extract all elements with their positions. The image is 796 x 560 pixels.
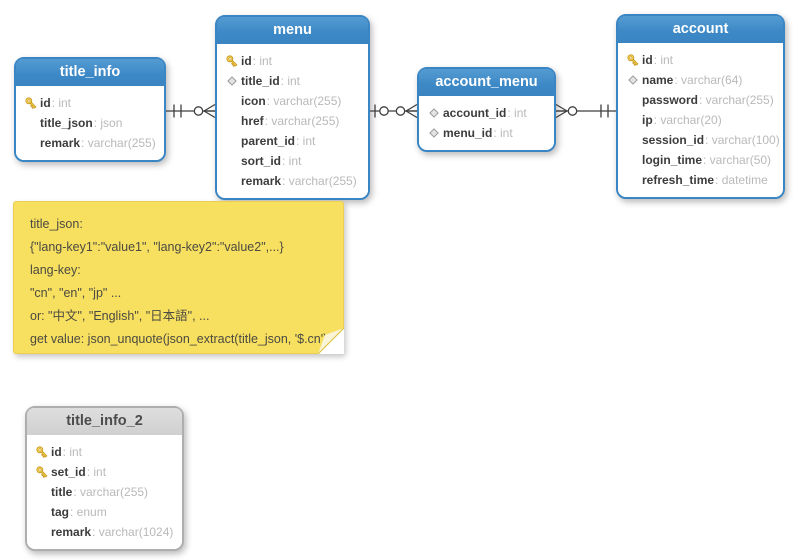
er-table-title[interactable]: title_info	[16, 59, 164, 88]
table-field-row: parent_id : int	[241, 134, 316, 148]
note-line: title_json:	[30, 217, 83, 231]
primary-key-icon	[225, 55, 237, 68]
table-field-row: account_id : int	[424, 103, 548, 123]
er-table-title_info[interactable]: title_info id : int title_json : json re…	[14, 57, 166, 162]
er-table-title[interactable]: menu	[217, 17, 368, 46]
table-field-row: password : varchar(255)	[642, 93, 774, 107]
table-field-row: refresh_time : datetime	[642, 173, 768, 187]
table-field-row: icon : varchar(255)	[241, 94, 342, 108]
note-line: lang-key:	[30, 263, 81, 277]
table-field-row: remark : varchar(1024)	[51, 525, 174, 539]
sticky-note[interactable]: title_json: {"lang-key1":"value1", "lang-…	[13, 201, 345, 355]
er-table-title[interactable]: account_menu	[419, 69, 554, 98]
primary-key-icon	[623, 53, 642, 67]
primary-key-icon	[35, 466, 47, 479]
sticky-note-text: title_json: {"lang-key1":"value1", "lang-…	[30, 213, 327, 351]
table-field-row: ip : varchar(20)	[642, 113, 722, 127]
table-field-row: id : int	[623, 50, 777, 70]
table-field-row: sort_id : int	[241, 154, 302, 168]
table-field-row: login_time : varchar(50)	[642, 153, 772, 167]
note-fold-corner-icon	[317, 327, 345, 355]
er-table-account[interactable]: account id : int name : varchar(64) pass…	[616, 14, 785, 199]
er-table-menu[interactable]: menu id : int title_id : int icon : varc…	[215, 15, 370, 200]
er-table-fields: account_id : int menu_id : int	[419, 98, 554, 150]
table-field-row: menu_id : int	[424, 123, 548, 143]
table-field-row: id : int	[32, 442, 176, 462]
relationship-menu-account_menu[interactable]	[370, 100, 418, 122]
table-field-row: id : int	[222, 51, 362, 71]
er-table-title[interactable]: title_info_2	[27, 408, 182, 437]
relationship-account_menu-account[interactable]	[555, 100, 616, 122]
note-line: or: "中文", "English", "日本語", ...	[30, 309, 210, 323]
table-field-row: id : int	[21, 93, 158, 113]
relationship-title_info-menu[interactable]	[166, 100, 216, 122]
er-table-title_info_2[interactable]: title_info_2 id : int set_id : int title…	[25, 406, 184, 551]
note-line: "cn", "en", "jp" ...	[30, 286, 122, 300]
note-line: {"lang-key1":"value1", "lang-key2":"valu…	[30, 240, 284, 254]
er-table-fields: id : int name : varchar(64) password : v…	[618, 45, 783, 197]
er-table-fields: id : int set_id : int title : varchar(25…	[27, 437, 182, 549]
er-table-fields: id : int title_json : json remark : varc…	[16, 88, 164, 160]
primary-key-icon	[32, 465, 51, 479]
primary-key-icon	[21, 96, 40, 110]
table-field-row: name : varchar(64)	[623, 70, 777, 90]
primary-key-icon	[35, 446, 47, 459]
table-field-row: href : varchar(255)	[241, 114, 340, 128]
foreign-key-diamond-icon	[428, 108, 439, 118]
table-field-row: title_json : json	[40, 116, 123, 130]
table-field-row: set_id : int	[32, 462, 176, 482]
foreign-key-icon	[222, 75, 241, 87]
primary-key-icon	[222, 54, 241, 68]
foreign-key-icon	[424, 107, 443, 119]
table-field-row: title_id : int	[222, 71, 362, 91]
table-field-row: remark : varchar(255)	[40, 136, 156, 150]
foreign-key-diamond-icon	[428, 128, 439, 138]
primary-key-icon	[32, 445, 51, 459]
er-table-title[interactable]: account	[618, 16, 783, 45]
table-field-row: session_id : varchar(100)	[642, 133, 780, 147]
table-field-row: remark : varchar(255)	[241, 174, 357, 188]
table-field-row: tag : enum	[51, 505, 107, 519]
foreign-key-diamond-icon	[226, 76, 237, 86]
foreign-key-diamond-icon	[627, 75, 638, 85]
primary-key-icon	[626, 54, 638, 67]
table-field-row: title : varchar(255)	[51, 485, 149, 499]
er-table-account_menu[interactable]: account_menu account_id : int menu_id : …	[417, 67, 556, 152]
er-table-fields: id : int title_id : int icon : varchar(2…	[217, 46, 368, 198]
foreign-key-icon	[623, 74, 642, 86]
foreign-key-icon	[424, 127, 443, 139]
note-line: get value: json_unquote(json_extract(tit…	[30, 332, 328, 346]
primary-key-icon	[24, 97, 36, 110]
